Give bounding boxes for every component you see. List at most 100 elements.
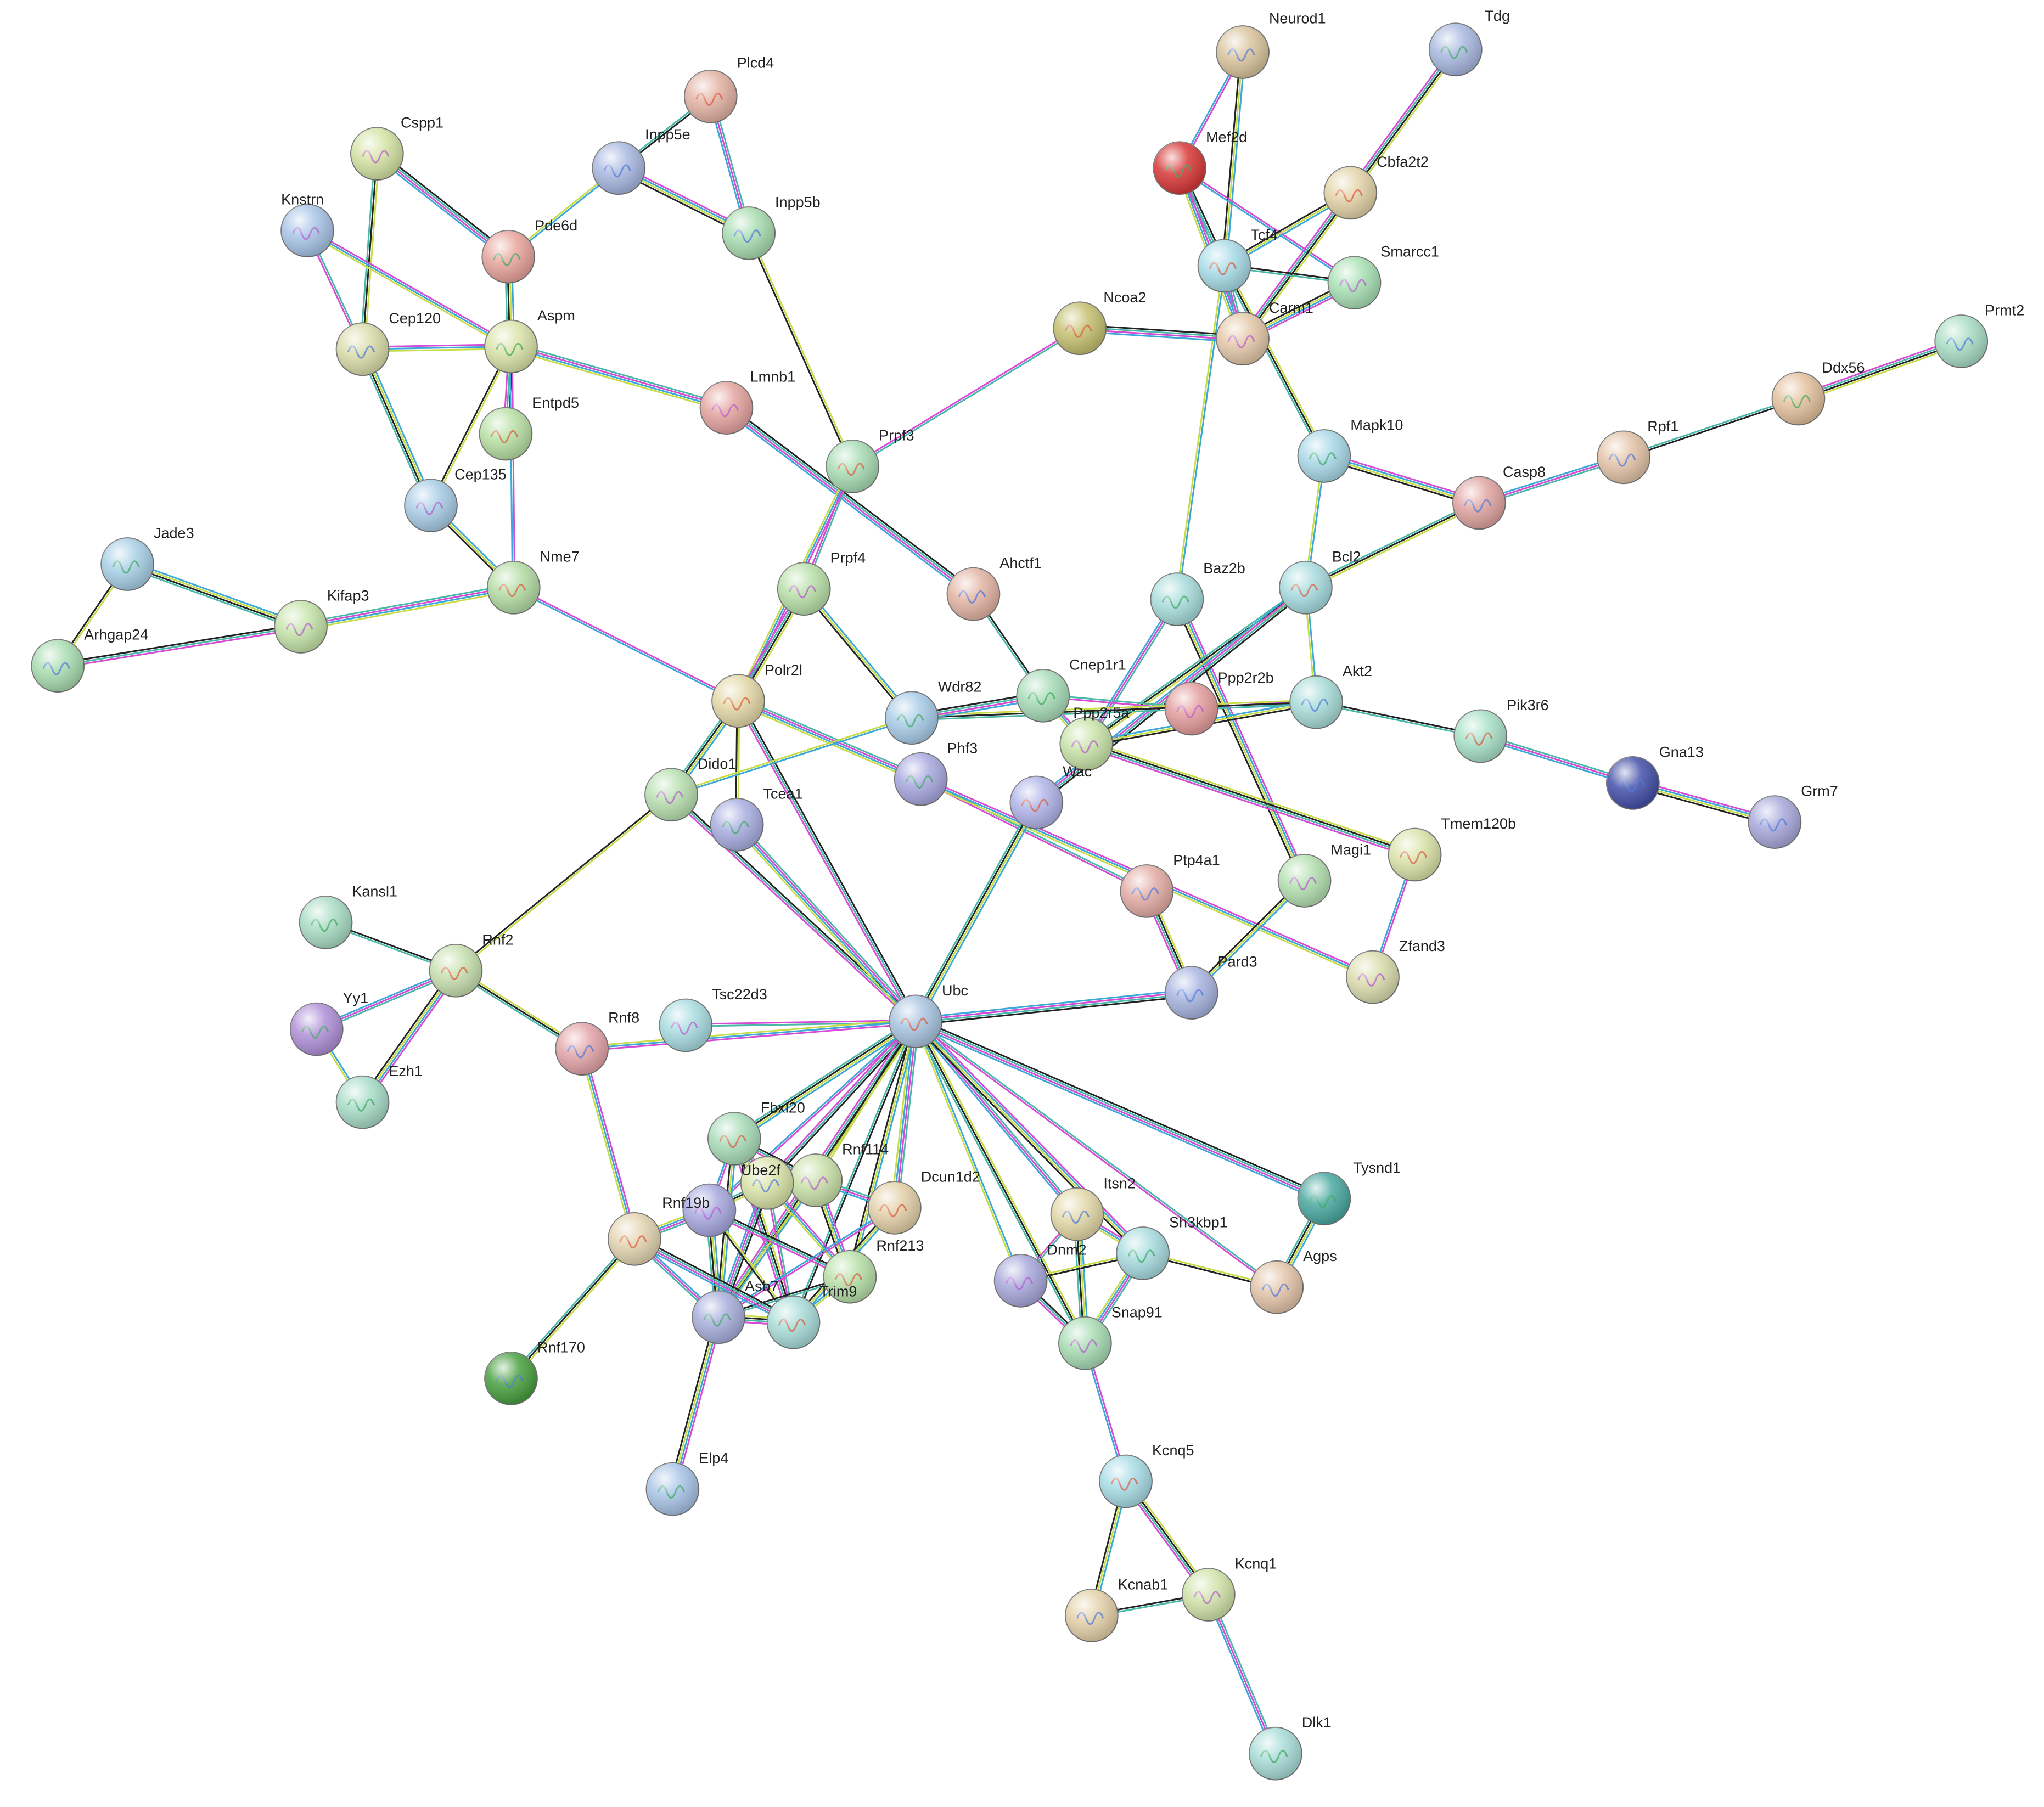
node-kcnq1[interactable]: Kcnq1 [1181, 1556, 1277, 1622]
node-fbxl20[interactable]: Fbxl20 [707, 1100, 805, 1166]
node-yy1[interactable]: Yy1 [289, 990, 368, 1056]
node-kansl1[interactable]: Kansl1 [299, 883, 397, 949]
node-rnf2[interactable]: Rnf2 [429, 931, 514, 998]
node-nme7[interactable]: Nme7 [486, 548, 580, 615]
node-polr2l[interactable]: Polr2l [711, 662, 802, 728]
node-tcf4[interactable]: Tcf4 [1197, 227, 1278, 293]
node-mapk10[interactable]: Mapk10 [1297, 416, 1403, 483]
node-tcea1[interactable]: Tcea1 [710, 785, 803, 852]
edge-line [1087, 740, 1416, 853]
node-pde6d[interactable]: Pde6d [481, 217, 577, 284]
node-grm7[interactable]: Grm7 [1748, 783, 1838, 849]
node-bcl2[interactable]: Bcl2 [1279, 548, 1361, 615]
node-wdr82[interactable]: Wdr82 [885, 679, 981, 745]
edge-line [375, 154, 508, 258]
node-pard3[interactable]: Pard3 [1164, 954, 1257, 1020]
node-lmnb1[interactable]: Lmnb1 [699, 369, 796, 435]
node-cbfa2t2[interactable]: Cbfa2t2 [1323, 154, 1429, 220]
node-carm1[interactable]: Carm1 [1216, 300, 1313, 366]
node-kifap3[interactable]: Kifap3 [274, 588, 369, 654]
edge-ppp2r5a-tmem120b [1085, 740, 1416, 859]
node-prpf4[interactable]: Prpf4 [777, 550, 866, 616]
node-dcun1d2[interactable]: Dcun1d2 [867, 1168, 980, 1235]
node-snap91[interactable]: Snap91 [1058, 1304, 1163, 1370]
node-dnm2[interactable]: Dnm2 [993, 1241, 1087, 1308]
node-mef2d[interactable]: Mef2d [1153, 129, 1247, 195]
node-ubc[interactable]: Ubc [889, 982, 968, 1049]
node-rpf1[interactable]: Rpf1 [1597, 418, 1678, 485]
edge-line [913, 1021, 1021, 1282]
node-wac[interactable]: Wac [1009, 763, 1092, 830]
node-inpp5b[interactable]: Inpp5b [722, 194, 821, 260]
node-highlight [789, 1154, 843, 1207]
node-inpp5e[interactable]: Inpp5e [592, 126, 690, 195]
node-akt2[interactable]: Akt2 [1289, 663, 1372, 729]
edge-line [58, 628, 301, 669]
node-kcnab1[interactable]: Kcnab1 [1064, 1577, 1168, 1642]
node-tmem120b[interactable]: Tmem120b [1388, 815, 1516, 882]
node-unlabeled-1[interactable] [608, 1212, 661, 1266]
node-label: Ezh1 [389, 1063, 423, 1079]
node-smarcc1[interactable]: Smarcc1 [1327, 244, 1439, 310]
node-rnf8[interactable]: Rnf8 [555, 1010, 639, 1076]
node-ptp4a1[interactable]: Ptp4a1 [1120, 852, 1220, 918]
edge-line [670, 1316, 718, 1489]
node-baz2b[interactable]: Baz2b [1150, 560, 1245, 626]
node-dlk1[interactable]: Dlk1 [1249, 1714, 1332, 1781]
node-rnf213[interactable]: Rnf213 [823, 1237, 924, 1304]
node-ahctf1[interactable]: Ahctf1 [946, 555, 1042, 621]
node-plcd4[interactable]: Plcd4 [683, 54, 774, 123]
node-neurod1[interactable]: Neurod1 [1216, 10, 1326, 79]
node-pik3r6[interactable]: Pik3r6 [1453, 697, 1549, 763]
edge-line [511, 346, 516, 588]
edge-line [128, 560, 302, 624]
node-rnf19b[interactable]: Rnf19b [662, 1183, 737, 1237]
node-agps[interactable]: Agps [1250, 1248, 1337, 1314]
node-rnf170[interactable]: Rnf170 [484, 1339, 585, 1405]
node-aspm[interactable]: Aspm [484, 307, 575, 374]
node-casp8[interactable]: Casp8 [1452, 464, 1546, 530]
node-ddx56[interactable]: Ddx56 [1771, 359, 1865, 426]
node-cep135[interactable]: Cep135 [404, 466, 507, 533]
node-magi1[interactable]: Magi1 [1277, 841, 1371, 908]
edge-line [127, 562, 302, 627]
node-dido1[interactable]: Dido1 [644, 756, 736, 822]
node-ube2f[interactable]: Ube2f [740, 1156, 794, 1210]
node-ezh1[interactable]: Ezh1 [335, 1063, 423, 1129]
node-trim9[interactable]: Trim9 [766, 1283, 857, 1349]
node-asb7[interactable]: Asb7 [692, 1278, 779, 1344]
node-itsn2[interactable]: Itsn2 [1050, 1175, 1136, 1241]
node-zfand3[interactable]: Zfand3 [1346, 938, 1445, 1004]
node-arhgap24[interactable]: Arhgap24 [31, 627, 148, 693]
node-tysnd1[interactable]: Tysnd1 [1297, 1159, 1401, 1226]
node-cep120[interactable]: Cep120 [335, 310, 441, 376]
node-cnep1r1[interactable]: Cnep1r1 [1016, 656, 1126, 723]
edge-line [360, 153, 376, 350]
edge-line [1796, 337, 1961, 397]
node-tdg[interactable]: Tdg [1428, 8, 1510, 77]
edge-line [361, 349, 431, 506]
node-knstrn[interactable]: Knstrn [280, 192, 334, 258]
node-ncoa2[interactable]: Ncoa2 [1053, 289, 1146, 356]
node-cspp1[interactable]: Cspp1 [350, 115, 443, 181]
node-prpf3[interactable]: Prpf3 [826, 427, 914, 493]
edge-cspp1-cep120 [360, 153, 380, 350]
node-kcnq5[interactable]: Kcnq5 [1099, 1442, 1194, 1508]
node-highlight [707, 1112, 761, 1165]
node-prmt2[interactable]: Prmt2 [1934, 302, 2024, 368]
node-ppp2r5a[interactable]: Ppp2r5a [1059, 705, 1130, 771]
edge-line [510, 1238, 636, 1379]
edge-line [1324, 452, 1481, 501]
node-highlight [1772, 372, 1825, 425]
node-entpd5[interactable]: Entpd5 [479, 395, 579, 461]
node-sh3kbp1[interactable]: Sh3kbp1 [1116, 1214, 1228, 1280]
node-highlight [683, 1184, 736, 1237]
node-jade3[interactable]: Jade3 [100, 525, 194, 591]
node-label: Knstrn [281, 192, 324, 208]
node-ppp2r2b[interactable]: Ppp2r2b [1164, 669, 1274, 736]
node-phf3[interactable]: Phf3 [894, 740, 978, 806]
node-tsc22d3[interactable]: Tsc22d3 [659, 986, 767, 1052]
node-gna13[interactable]: Gna13 [1606, 744, 1704, 810]
node-rnf114[interactable]: Rnf114 [789, 1141, 889, 1207]
node-elp4[interactable]: Elp4 [645, 1450, 729, 1516]
